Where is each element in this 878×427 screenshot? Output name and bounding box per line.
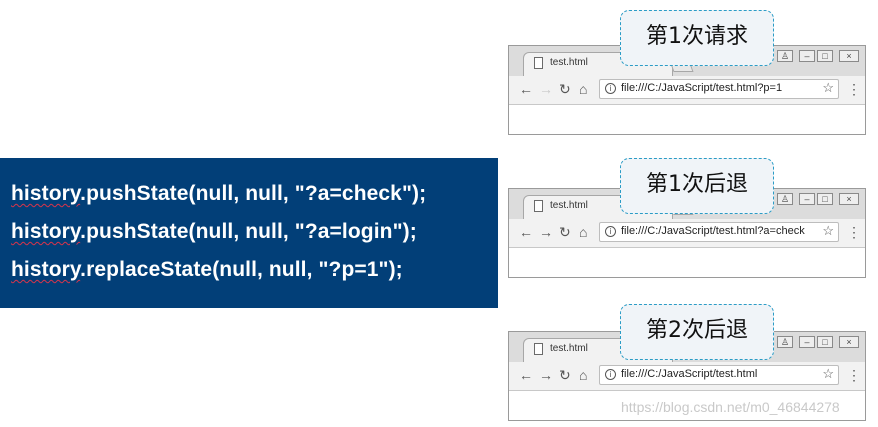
forward-arrow-icon[interactable]: → [539, 224, 553, 240]
star-icon[interactable]: ☆ [822, 223, 834, 238]
home-icon[interactable]: ⌂ [579, 367, 588, 383]
tab-title: test.html [550, 200, 588, 211]
tab-title: test.html [550, 57, 588, 68]
page-content [509, 391, 865, 420]
minimize-button[interactable]: – [799, 193, 815, 205]
watermark: https://blog.csdn.net/m0_46844278 [621, 399, 840, 415]
menu-icon[interactable]: ⋮ [847, 367, 861, 383]
reload-icon[interactable]: ↻ [559, 81, 571, 97]
code-line-2: history.pushState(null, null, "?a=login"… [11, 220, 417, 244]
tab-title: test.html [550, 343, 588, 354]
star-icon[interactable]: ☆ [822, 80, 834, 95]
minimize-button[interactable]: – [799, 50, 815, 62]
close-button[interactable]: × [839, 336, 859, 348]
maximize-button[interactable]: □ [817, 336, 833, 348]
info-icon[interactable]: i [605, 226, 616, 237]
back-arrow-icon[interactable]: ← [519, 367, 533, 383]
menu-icon[interactable]: ⋮ [847, 81, 861, 97]
profile-icon[interactable]: ♙ [777, 50, 793, 62]
profile-icon[interactable]: ♙ [777, 193, 793, 205]
url-text: file:///C:/JavaScript/test.html?a=check [621, 225, 805, 237]
code-object: history [11, 182, 81, 205]
page-icon [534, 343, 543, 355]
address-bar[interactable]: i file:///C:/JavaScript/test.html ☆ [599, 365, 839, 385]
browser-toolbar: ← → ↻ ⌂ i file:///C:/JavaScript/test.htm… [509, 219, 865, 248]
back-arrow-icon[interactable]: ← [519, 81, 533, 97]
maximize-button[interactable]: □ [817, 50, 833, 62]
code-panel: history.pushState(null, null, "?a=check"… [0, 158, 498, 308]
profile-icon[interactable]: ♙ [777, 336, 793, 348]
callout-second-back: 第2次后退 [620, 304, 774, 360]
page-content [509, 105, 865, 134]
info-icon[interactable]: i [605, 369, 616, 380]
reload-icon[interactable]: ↻ [559, 367, 571, 383]
code-object: history [11, 258, 81, 281]
maximize-button[interactable]: □ [817, 193, 833, 205]
callout-first-request: 第1次请求 [620, 10, 774, 66]
page-icon [534, 200, 543, 212]
minimize-button[interactable]: – [799, 336, 815, 348]
star-icon[interactable]: ☆ [822, 366, 834, 381]
code-line-1: history.pushState(null, null, "?a=check"… [11, 182, 426, 206]
reload-icon[interactable]: ↻ [559, 224, 571, 240]
page-content [509, 248, 865, 277]
page-icon [534, 57, 543, 69]
info-icon[interactable]: i [605, 83, 616, 94]
browser-toolbar: ← → ↻ ⌂ i file:///C:/JavaScript/test.htm… [509, 76, 865, 105]
callout-first-back: 第1次后退 [620, 158, 774, 214]
forward-arrow-icon[interactable]: → [539, 367, 553, 383]
back-arrow-icon[interactable]: ← [519, 224, 533, 240]
close-button[interactable]: × [839, 193, 859, 205]
browser-toolbar: ← → ↻ ⌂ i file:///C:/JavaScript/test.htm… [509, 362, 865, 391]
code-call: .pushState(null, null, "?a=login"); [80, 220, 417, 243]
code-object: history [11, 220, 81, 243]
url-text: file:///C:/JavaScript/test.html?p=1 [621, 82, 783, 94]
forward-arrow-icon[interactable]: → [539, 81, 553, 97]
code-call: .replaceState(null, null, "?p=1"); [80, 258, 403, 281]
address-bar[interactable]: i file:///C:/JavaScript/test.html?a=chec… [599, 222, 839, 242]
address-bar[interactable]: i file:///C:/JavaScript/test.html?p=1 ☆ [599, 79, 839, 99]
menu-icon[interactable]: ⋮ [847, 224, 861, 240]
code-line-3: history.replaceState(null, null, "?p=1")… [11, 258, 403, 282]
url-text: file:///C:/JavaScript/test.html [621, 368, 758, 380]
home-icon[interactable]: ⌂ [579, 224, 588, 240]
close-button[interactable]: × [839, 50, 859, 62]
home-icon[interactable]: ⌂ [579, 81, 588, 97]
code-call: .pushState(null, null, "?a=check"); [80, 182, 427, 205]
